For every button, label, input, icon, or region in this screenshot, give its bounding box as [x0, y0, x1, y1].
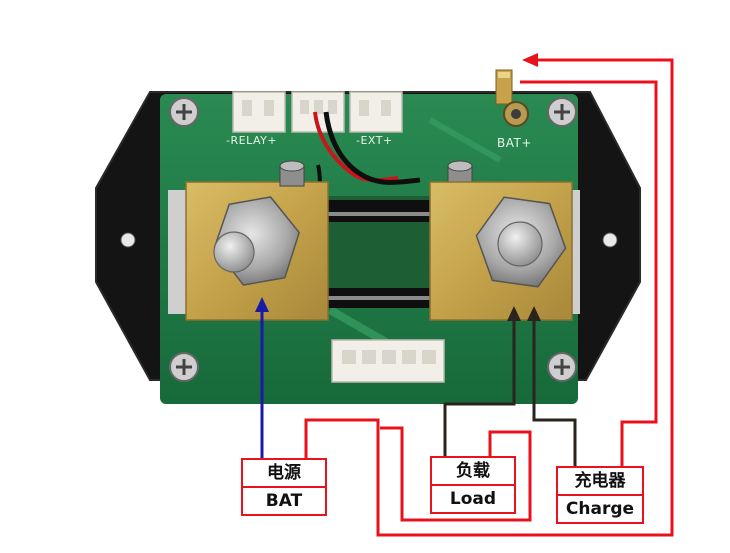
charge-label-en: Charge — [558, 494, 642, 522]
bat-plus-terminal — [495, 69, 529, 127]
small-screw-icon — [279, 160, 305, 187]
small-screw-icon — [447, 160, 473, 187]
ext-silk-label: -EXT+ — [356, 134, 393, 147]
mount-hole-left — [120, 232, 136, 248]
charge-label-box: 充电器 Charge — [556, 466, 644, 524]
wire-charge-red — [520, 80, 658, 468]
pcb-trace — [428, 117, 502, 163]
arrow-up-icon — [527, 306, 541, 321]
load-label-cn: 负载 — [456, 460, 490, 481]
screw-icon — [547, 352, 577, 382]
bolt-head-left — [213, 231, 255, 273]
sense-wire-black — [323, 111, 421, 185]
relay-connector — [232, 91, 286, 133]
bat-plus-silk-label: BAT+ — [497, 136, 532, 150]
screw-icon — [169, 352, 199, 382]
wire-bat-red — [304, 58, 674, 537]
load-label-box: 负载 Load — [430, 456, 516, 514]
aluminium-plate — [168, 190, 190, 314]
bottom-connector — [331, 339, 445, 383]
screw-icon — [547, 97, 577, 127]
wire-charge-black — [532, 318, 577, 468]
screw-icon — [169, 97, 199, 127]
wire-load-red — [380, 426, 532, 522]
shunt-bar — [326, 200, 432, 222]
load-label-en: Load — [432, 484, 514, 512]
arrow-up-icon — [255, 297, 269, 312]
bat-label-cn: 电源 — [267, 462, 301, 483]
ext-connector — [349, 91, 403, 133]
bat-label-en: BAT — [243, 486, 325, 514]
bolt-head-right — [497, 221, 543, 267]
charge-label-cn: 充电器 — [574, 470, 626, 491]
bat-label-box: 电源 BAT — [241, 458, 327, 516]
mount-hole-right — [602, 232, 618, 248]
arrow-left-icon — [522, 53, 538, 67]
arrow-up-icon — [507, 306, 521, 321]
wire-load-black — [443, 318, 516, 458]
relay-silk-label: -RELAY+ — [226, 134, 278, 147]
